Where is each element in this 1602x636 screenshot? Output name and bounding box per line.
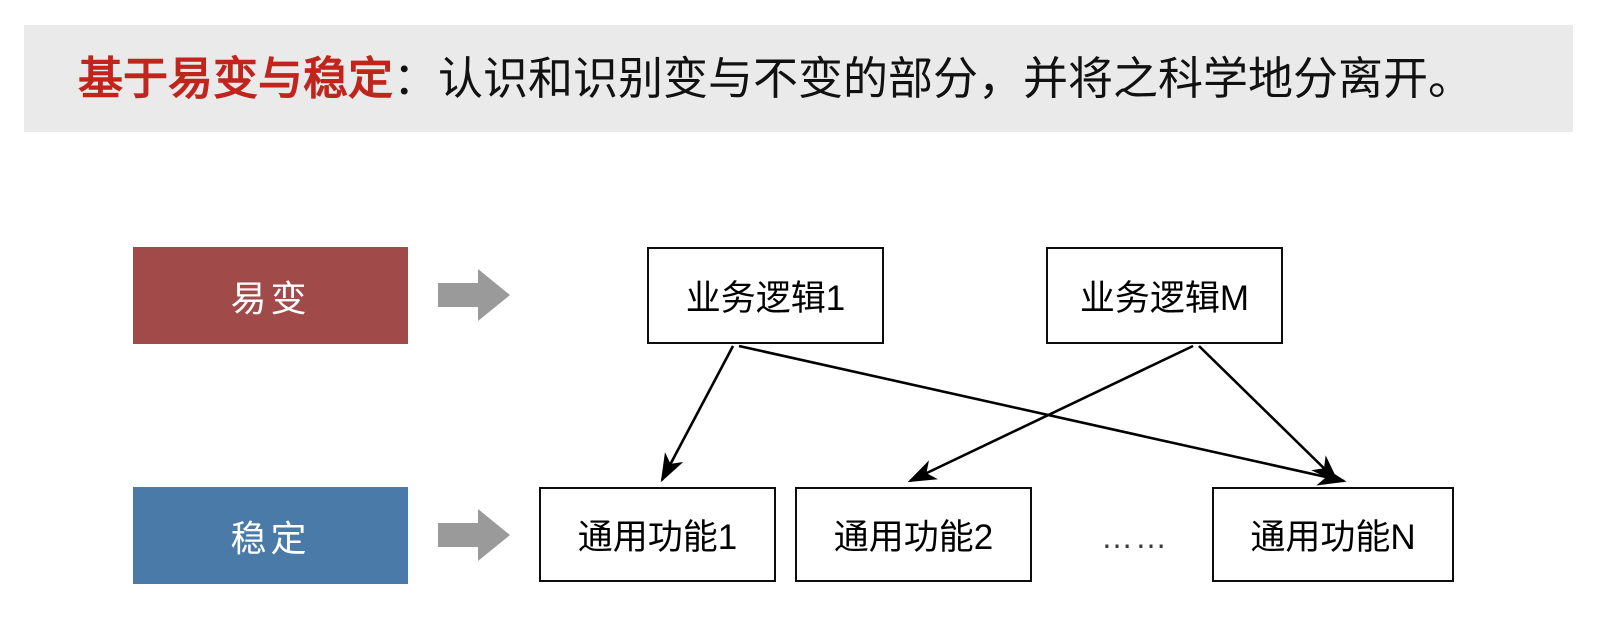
function-node-label: 通用功能2	[833, 518, 994, 557]
category-label-volatile: 易变	[230, 277, 311, 319]
function-node-box[interactable]: 通用功能N	[1212, 487, 1454, 582]
category-block-volatile[interactable]: 易变	[133, 247, 408, 344]
function-node-label: 通用功能N	[1250, 518, 1416, 557]
page-title-rest: ：认识和识别变与不变的部分，并将之科学地分离开。	[393, 53, 1474, 104]
connector-bizM-to-fnN	[1198, 345, 1339, 483]
function-node-box[interactable]: 通用功能1	[539, 487, 776, 582]
category-label-stable: 稳定	[230, 517, 311, 559]
page-title-accent: 基于易变与稳定	[78, 53, 394, 104]
function-node-label: 通用功能1	[577, 518, 738, 557]
page-title: 基于易变与稳定：认识和识别变与不变的部分，并将之科学地分离开。	[78, 56, 1473, 101]
function-node-box[interactable]: 通用功能2	[795, 487, 1032, 582]
business-node-box[interactable]: 业务逻辑M	[1046, 247, 1283, 344]
right-block-arrow-icon	[438, 269, 510, 321]
category-block-stable[interactable]: 稳定	[133, 487, 408, 584]
business-node-label: 业务逻辑1	[685, 279, 846, 318]
ellipsis-label: ……	[1101, 518, 1169, 555]
connector-biz1-to-fnN	[738, 344, 1347, 486]
business-node-box[interactable]: 业务逻辑1	[647, 247, 884, 344]
title-banner: 基于易变与稳定：认识和识别变与不变的部分，并将之科学地分离开。	[24, 25, 1573, 132]
business-node-label: 业务逻辑M	[1079, 279, 1250, 318]
right-block-arrow-icon	[438, 509, 510, 561]
connector-biz1-to-fn1	[660, 345, 735, 483]
connector-bizM-to-fn2	[907, 344, 1194, 483]
